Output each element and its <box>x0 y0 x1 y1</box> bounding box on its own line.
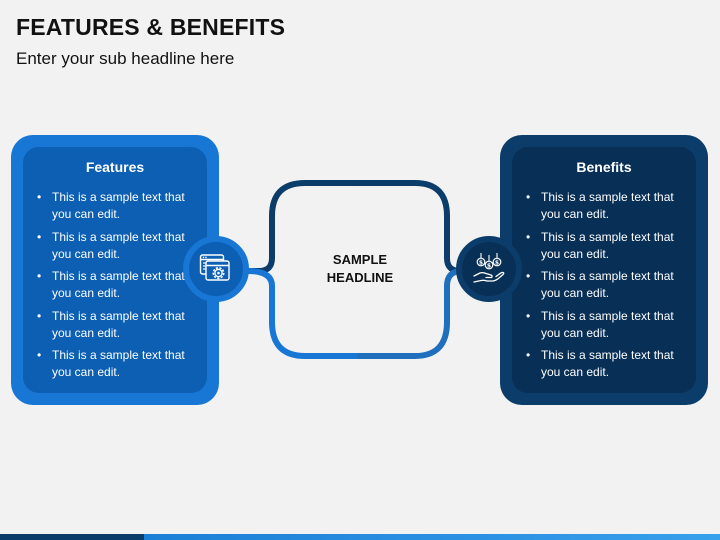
page-title: FEATURES & BENEFITS <box>16 14 286 40</box>
benefits-list-item: This is a sample text that you can edit. <box>526 308 681 342</box>
features-heading: Features <box>85 159 145 175</box>
benefits-list-item: This is a sample text that you can edit. <box>526 347 681 381</box>
features-list: This is a sample text that you can edit.… <box>37 189 192 387</box>
features-list-item: This is a sample text that you can edit. <box>37 229 192 263</box>
benefits-list-item: This is a sample text that you can edit. <box>526 189 681 223</box>
benefits-list-item: This is a sample text that you can edit. <box>526 268 681 302</box>
frame-left-half <box>245 180 363 274</box>
svg-text:$: $ <box>487 262 491 269</box>
hand-money-icon: $ $ $ <box>473 253 505 283</box>
svg-text:$: $ <box>495 259 499 266</box>
features-list-item: This is a sample text that you can edit. <box>37 347 192 381</box>
benefits-panel-inner: Benefits This is a sample text that you … <box>512 147 696 393</box>
features-list-item: This is a sample text that you can edit. <box>37 308 192 342</box>
frame-left-half-bottom <box>245 268 363 359</box>
features-list-item: This is a sample text that you can edit. <box>37 268 192 302</box>
features-panel-inner: Features This is a sample text that you … <box>23 147 207 393</box>
bottom-accent-bar <box>0 534 720 540</box>
svg-text:$: $ <box>479 259 483 266</box>
features-icon-circle <box>183 236 249 302</box>
center-headline-line2: HEADLINE <box>326 270 394 285</box>
center-headline-line1: SAMPLE <box>332 252 388 267</box>
page-subtitle: Enter your sub headline here <box>16 49 235 68</box>
features-list-item: This is a sample text that you can edit. <box>37 189 192 223</box>
browser-gear-icon <box>199 254 230 281</box>
benefits-list-item: This is a sample text that you can edit. <box>526 229 681 263</box>
benefits-list: This is a sample text that you can edit.… <box>526 189 681 387</box>
benefits-heading: Benefits <box>576 159 632 175</box>
center-headline: SAMPLE HEADLINE <box>290 251 430 287</box>
frame-right-half-bottom <box>357 268 465 359</box>
benefits-panel: Benefits This is a sample text that you … <box>500 135 708 405</box>
benefits-icon-circle: $ $ $ <box>456 236 522 302</box>
